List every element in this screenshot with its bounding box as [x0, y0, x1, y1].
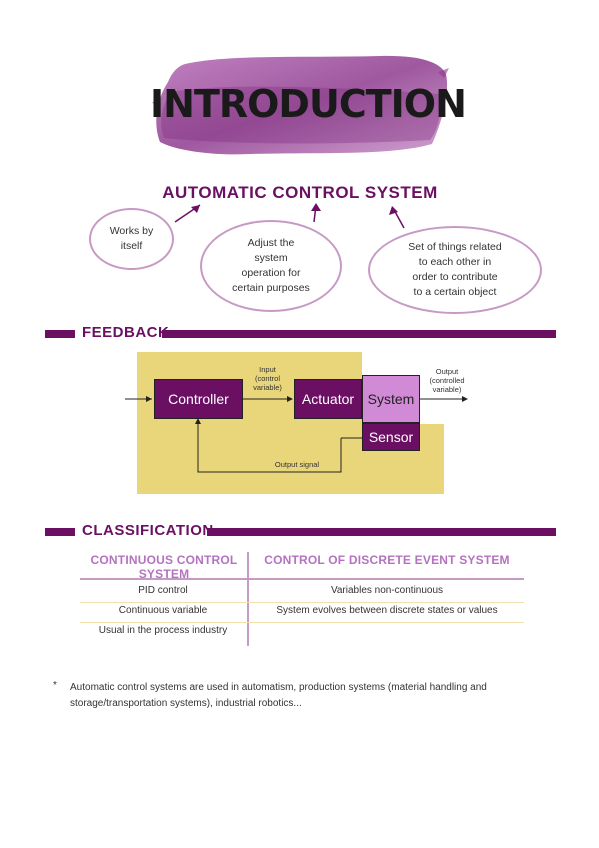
column-header-continuous: CONTINUOUS CONTROL SYSTEM [90, 553, 238, 581]
table-column-divider [247, 552, 249, 646]
acs-heading: AUTOMATIC CONTROL SYSTEM [162, 183, 438, 202]
page-title: INTRODUCTION [150, 82, 467, 126]
section-bar-right [207, 528, 556, 536]
bubble-set-of-things: Set of things related to each other in o… [368, 226, 542, 314]
table-row-divider [80, 602, 524, 603]
system-block: System [362, 375, 420, 423]
table-cell: Continuous variable [118, 605, 208, 616]
bubble-text: Adjust the system operation for certain … [232, 237, 310, 294]
input-label: Input (control variable) [253, 365, 282, 392]
feedback-connectors [125, 396, 468, 473]
bubble-adjust-system: Adjust the system operation for certain … [200, 220, 342, 312]
table-row-divider [80, 622, 524, 623]
acs-arrows [174, 203, 405, 229]
table-cell: System evolves between discrete states o… [276, 605, 498, 616]
section-bar-right [162, 330, 556, 338]
table-cell: Variables non-continuous [330, 585, 444, 596]
note-text: Automatic control systems are used in au… [70, 682, 487, 709]
section-bar-left [45, 528, 75, 536]
section-title-classification: CLASSIFICATION [82, 522, 214, 539]
title-banner: INTRODUCTION [150, 52, 467, 162]
output-signal-label: Output signal [274, 460, 320, 469]
column-header-discrete: CONTROL OF DISCRETE EVENT SYSTEM [264, 553, 510, 567]
bubble-text: Works by itself [109, 225, 154, 252]
sensor-block: Sensor [362, 423, 420, 451]
note-marker: * [53, 680, 57, 691]
bubble-text: Set of things related to each other in o… [408, 241, 502, 298]
table-cell: Usual in the process industry [98, 625, 228, 636]
actuator-block: Actuator [294, 379, 362, 419]
table-cell: PID control [138, 585, 188, 596]
bubble-works-by-itself: Works by itself [89, 208, 174, 270]
watercolor-brush-stroke [152, 55, 449, 155]
section-bar-left [45, 330, 75, 338]
controller-block: Controller [154, 379, 243, 419]
table-header-divider [80, 578, 524, 580]
output-label: Output (controlled variable) [429, 367, 465, 394]
section-title-feedback: FEEDBACK [82, 324, 170, 341]
